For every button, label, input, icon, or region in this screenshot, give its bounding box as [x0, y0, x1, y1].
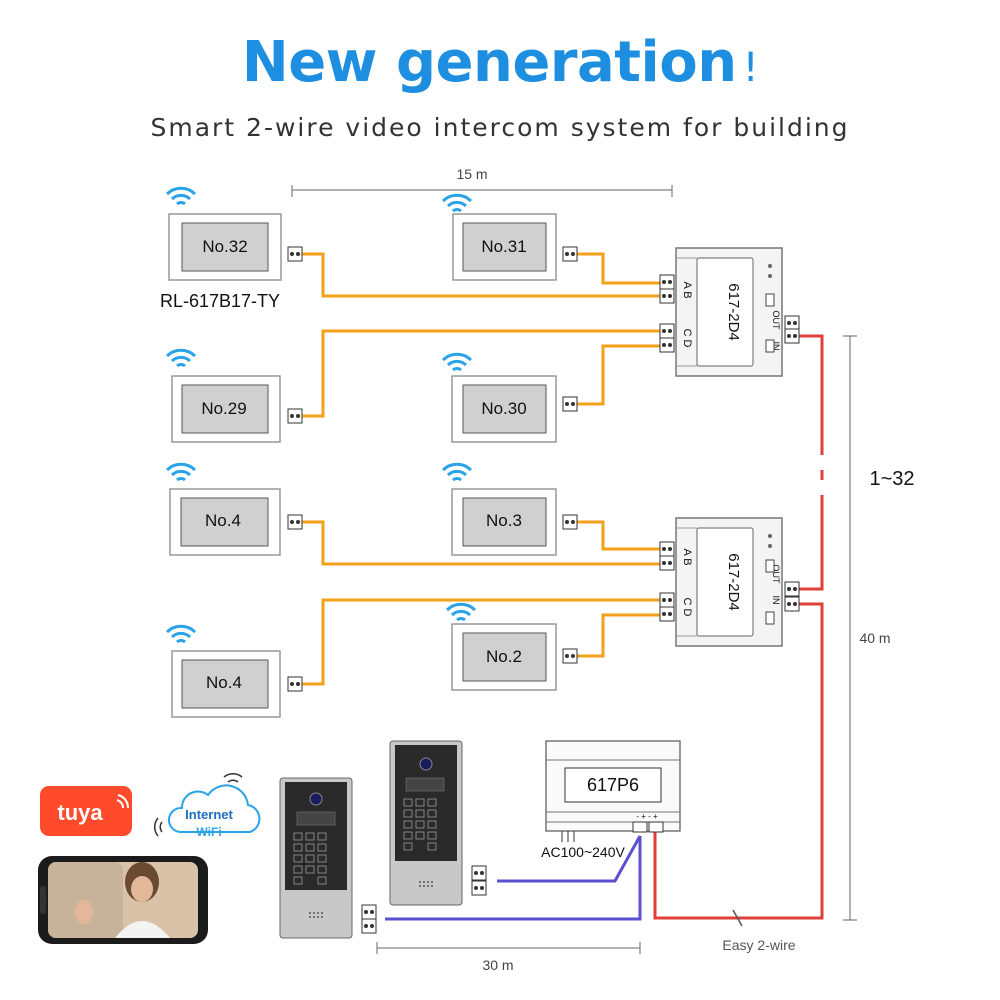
orange-wires-lower	[301, 520, 665, 686]
dimension-right: 40 m	[843, 335, 891, 921]
terminal-icon	[659, 541, 675, 557]
terminal-icon	[562, 396, 578, 412]
distributor-upper: 617-2D4 A B C D OUT IN	[659, 247, 800, 377]
monitor-2: No.2	[445, 602, 578, 691]
terminal-icon	[562, 648, 578, 664]
terminal-icon	[287, 408, 303, 424]
in-label: IN	[771, 596, 781, 605]
terminal-icon	[361, 918, 377, 934]
wifi-icon	[441, 193, 473, 213]
terminal-icon	[471, 880, 487, 896]
monitor-4a: No.4	[165, 462, 303, 556]
keypad-icon	[293, 832, 327, 885]
monitor-label: No.2	[486, 647, 522, 666]
wifi-icon	[165, 348, 197, 368]
terminal-icon	[659, 592, 675, 608]
wifi-icon	[441, 462, 473, 482]
red-bus-wire	[653, 334, 824, 920]
ports-ab-label: A B	[681, 281, 693, 298]
headline: New generation!	[0, 30, 1000, 95]
monitor-label: No.3	[486, 511, 522, 530]
dimension-top: 15 m	[291, 166, 673, 197]
terminal-icon	[361, 904, 377, 920]
distributor-label: 617-2D4	[725, 283, 742, 341]
tuya-logo: tuya	[40, 786, 132, 836]
monitor-label: No.32	[202, 237, 247, 256]
out-label: OUT	[771, 311, 781, 331]
monitor-label: No.4	[206, 673, 242, 692]
terminal-icon	[287, 676, 303, 692]
speaker-grille-icon	[419, 881, 433, 887]
monitor-31: No.31	[441, 193, 578, 281]
monitor-29: No.29	[165, 348, 303, 443]
model-label: RL-617B17-TY	[160, 291, 280, 311]
dimension-bottom-label: 30 m	[482, 957, 513, 973]
terminal-icon	[659, 274, 675, 290]
dimension-top-label: 15 m	[456, 166, 487, 182]
terminal-icon	[287, 514, 303, 530]
wifi-icon	[223, 773, 243, 778]
monitor-4b: No.4	[165, 624, 303, 718]
wifi-icon	[165, 462, 197, 482]
internet-cloud-icon: Internet WiFi	[154, 773, 261, 839]
terminal-icon	[659, 337, 675, 353]
monitor-label: No.29	[201, 399, 246, 418]
monitor-32: No.32	[165, 186, 303, 281]
easy-wire-label: Easy 2-wire	[722, 937, 795, 953]
monitor-label: No.30	[481, 399, 526, 418]
terminal-icon	[784, 328, 800, 344]
monitor-30: No.30	[441, 352, 578, 443]
tuya-logo-text: tuya	[57, 800, 103, 825]
door-station-front	[279, 777, 377, 939]
wifi-icon	[165, 186, 197, 206]
terminal-icon	[784, 596, 800, 612]
headline-title: New generation	[241, 30, 737, 95]
distributor-lower: 617-2D4 A B C D OUT IN	[659, 517, 800, 647]
power-supply-label: 617P6	[587, 775, 639, 795]
cloud-line1: Internet	[185, 807, 233, 822]
out-label: OUT	[771, 565, 781, 585]
camera-icon	[309, 792, 323, 806]
cloud-line2: WiFi	[196, 825, 221, 839]
monitor-3: No.3	[441, 462, 578, 556]
terminal-icon	[287, 246, 303, 262]
wifi-icon	[445, 602, 477, 622]
wifi-icon	[165, 624, 197, 644]
terminal-icon	[659, 555, 675, 571]
terminal-icon	[784, 581, 800, 597]
camera-icon	[419, 757, 433, 771]
terminal-icon	[784, 315, 800, 331]
terminal-icon	[562, 246, 578, 262]
easy-wire-marker	[732, 909, 743, 927]
headline-exclaim: !	[742, 45, 759, 91]
door-station-back	[389, 740, 487, 906]
blue-door-wires	[385, 835, 642, 921]
subtitle: Smart 2-wire video intercom system for b…	[150, 113, 850, 142]
terminal-icon	[471, 865, 487, 881]
monitor-label: No.31	[481, 237, 526, 256]
terminal-icon	[659, 288, 675, 304]
ports-ab-label: A B	[681, 548, 693, 565]
terminal-icon	[562, 514, 578, 530]
terminal-icon	[659, 323, 675, 339]
speaker-grille-icon	[309, 912, 323, 918]
ports-cd-label: C D	[681, 329, 693, 348]
ports-cd-label: C D	[681, 598, 693, 617]
range-label: 1~32	[869, 468, 914, 490]
power-terminals-label: - + - +	[636, 812, 658, 821]
distributor-label: 617-2D4	[725, 553, 742, 611]
in-label: IN	[771, 342, 781, 351]
orange-wires-upper	[301, 252, 665, 418]
dimension-bottom: 30 m	[376, 942, 641, 973]
power-supply: 617P6 - + - +	[545, 740, 681, 842]
dimension-right-label: 40 m	[859, 630, 890, 646]
ac-label: AC100~240V	[541, 844, 625, 860]
monitor-label: No.4	[205, 511, 241, 530]
wifi-icon	[441, 352, 473, 372]
keypad-icon	[403, 798, 437, 851]
terminal-icon	[659, 606, 675, 622]
smartphone-image	[38, 856, 208, 944]
